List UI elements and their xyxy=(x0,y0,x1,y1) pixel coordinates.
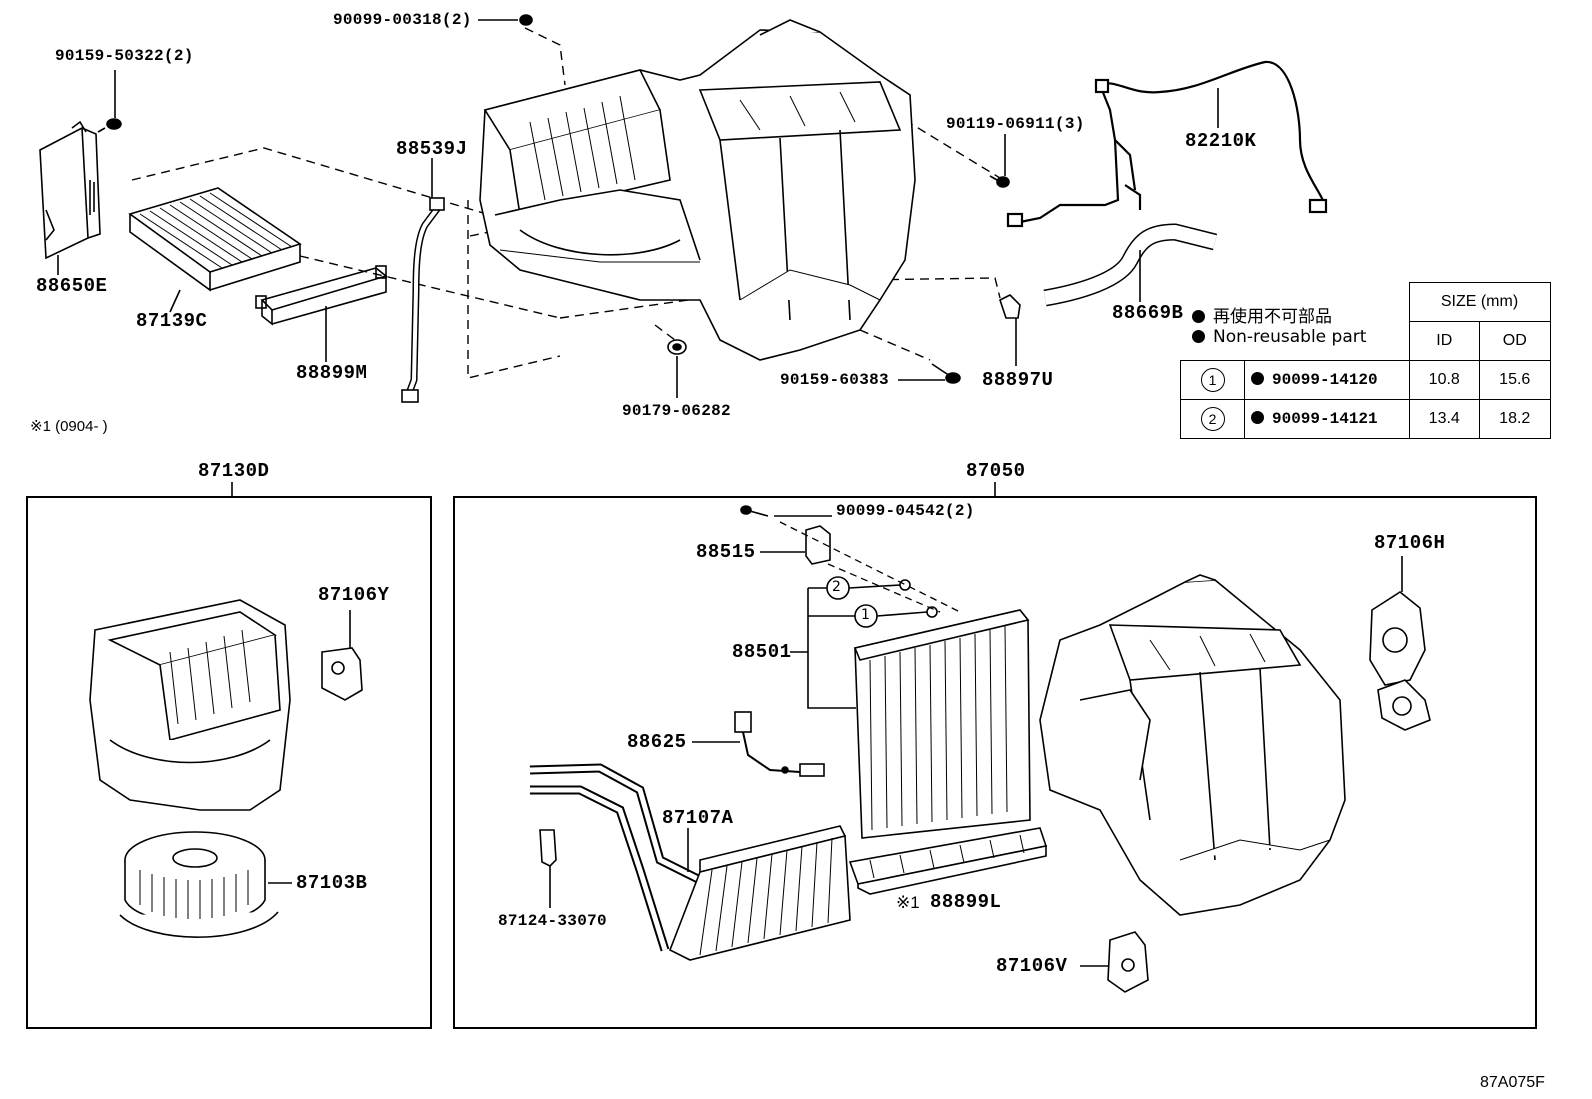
blower-motor-drawing xyxy=(119,831,279,938)
bracket-88515-drawing xyxy=(805,525,831,565)
part-label-90159-60383[interactable]: 90159-60383 xyxy=(780,371,889,389)
heater-core-drawing xyxy=(529,763,851,961)
part-label-88899L[interactable]: 88899L xyxy=(930,891,1002,913)
control-module-drawing xyxy=(39,120,101,260)
part-label-82210K[interactable]: 82210K xyxy=(1185,130,1257,152)
o-ring-callouts xyxy=(826,576,938,628)
row-number-circle: 1 xyxy=(1200,368,1225,392)
size-table-od: 15.6 xyxy=(1479,360,1551,400)
assembly-box-87050 xyxy=(453,496,1537,1029)
clip-87124-33070-drawing xyxy=(539,829,557,867)
legend-japanese-text: 再使用不可部品 xyxy=(1213,307,1332,327)
non-reusable-dot-icon xyxy=(1192,330,1205,343)
part-label-88515[interactable]: 88515 xyxy=(696,541,756,563)
part-label-87124-33070[interactable]: 87124-33070 xyxy=(498,912,607,930)
size-table-part[interactable]: 90099-14120 xyxy=(1272,371,1378,389)
part-label-88625[interactable]: 88625 xyxy=(627,731,687,753)
part-label-87106V[interactable]: 87106V xyxy=(996,955,1068,977)
non-reusable-dot-icon xyxy=(1192,310,1205,323)
part-label-88539J[interactable]: 88539J xyxy=(396,138,468,160)
hvac-unit-upper-drawing xyxy=(479,19,916,361)
assembly-label-87050[interactable]: 87050 xyxy=(966,460,1026,482)
bolt-90159-50322-drawing xyxy=(97,118,122,133)
evaporator-drawing xyxy=(853,609,1031,839)
cover-88899M-drawing xyxy=(255,265,388,326)
row-number-circle: 2 xyxy=(1200,407,1225,431)
size-table-col-id: ID xyxy=(1408,321,1480,361)
cover-88899L-drawing xyxy=(848,827,1048,895)
part-label-87139C[interactable]: 87139C xyxy=(136,310,208,332)
screw-90119-06911-drawing xyxy=(989,175,1010,188)
part-label-90099-04542[interactable]: 90099-04542(2) xyxy=(836,502,975,520)
part-label-88650E[interactable]: 88650E xyxy=(36,275,108,297)
non-reusable-dot-icon xyxy=(1251,411,1264,424)
size-table-id: 13.4 xyxy=(1408,399,1480,439)
actuator-87106Y-drawing xyxy=(321,647,363,701)
part-label-87106H[interactable]: 87106H xyxy=(1374,532,1446,554)
hvac-unit-lower-drawing xyxy=(1039,574,1346,916)
part-label-87106Y[interactable]: 87106Y xyxy=(318,584,390,606)
part-label-88899M[interactable]: 88899M xyxy=(296,362,368,384)
size-table-header: SIZE (mm) xyxy=(1408,282,1551,322)
part-label-88501[interactable]: 88501 xyxy=(732,641,792,663)
bolt-90159-60383-drawing xyxy=(931,363,961,384)
bracket-leader-88501 xyxy=(807,587,856,709)
screw-90099-04542-drawing xyxy=(740,505,769,517)
part-label-90099-00318[interactable]: 90099-00318(2) xyxy=(333,11,472,29)
part-label-90159-50322[interactable]: 90159-50322(2) xyxy=(55,47,194,65)
leader-87139C xyxy=(169,289,181,313)
dashed-lines-88501 xyxy=(779,521,961,613)
assembly-box-87130D xyxy=(26,496,432,1029)
part-label-88669B[interactable]: 88669B xyxy=(1112,302,1184,324)
callout-1: 1 xyxy=(861,607,870,623)
hose-88669B-drawing xyxy=(1043,223,1218,307)
size-table-part[interactable]: 90099-14121 xyxy=(1272,410,1378,428)
legend-english-text: Non-reusable part xyxy=(1213,327,1367,347)
size-table-id: 10.8 xyxy=(1408,360,1480,400)
drain-hose-drawing xyxy=(401,197,445,403)
part-label-90119-06911[interactable]: 90119-06911(3) xyxy=(946,115,1085,133)
wire-harness-drawing xyxy=(1006,60,1328,228)
part-label-87103B[interactable]: 87103B xyxy=(296,872,368,894)
callout-2: 2 xyxy=(832,579,841,595)
legend-english: Non-reusable part xyxy=(1192,327,1366,347)
footnote-marker-88899L: ※1 xyxy=(896,893,920,912)
nut-90179-06282-drawing xyxy=(667,339,687,355)
size-table-row: 1 90099-14120 10.8 15.6 xyxy=(1180,360,1551,400)
part-label-90179-06282[interactable]: 90179-06282 xyxy=(622,402,731,420)
non-reusable-dot-icon xyxy=(1251,372,1264,385)
part-label-88897U[interactable]: 88897U xyxy=(982,369,1054,391)
size-table-col-od: OD xyxy=(1479,321,1551,361)
size-table-row: 2 90099-14121 13.4 18.2 xyxy=(1180,399,1551,439)
screw-90099-00318-drawing xyxy=(519,14,533,26)
sensor-88625-drawing xyxy=(734,711,825,777)
part-label-87107A[interactable]: 87107A xyxy=(662,807,734,829)
size-table-od: 18.2 xyxy=(1479,399,1551,439)
actuator-87106H-drawing xyxy=(1369,591,1431,731)
clip-88897U-drawing xyxy=(999,294,1021,319)
o-ring-size-table: SIZE (mm) ID OD 1 90099-14120 10.8 15.6 … xyxy=(1180,282,1551,439)
air-filter-drawing xyxy=(128,187,302,292)
footnote-range: ※1 (0904- ) xyxy=(30,418,108,435)
figure-code: 87A075F xyxy=(1480,1074,1545,1091)
legend-japanese: 再使用不可部品 xyxy=(1192,302,1332,327)
blower-housing-drawing xyxy=(89,599,291,811)
actuator-87106V-drawing xyxy=(1107,931,1149,993)
assembly-label-87130D[interactable]: 87130D xyxy=(198,460,270,482)
